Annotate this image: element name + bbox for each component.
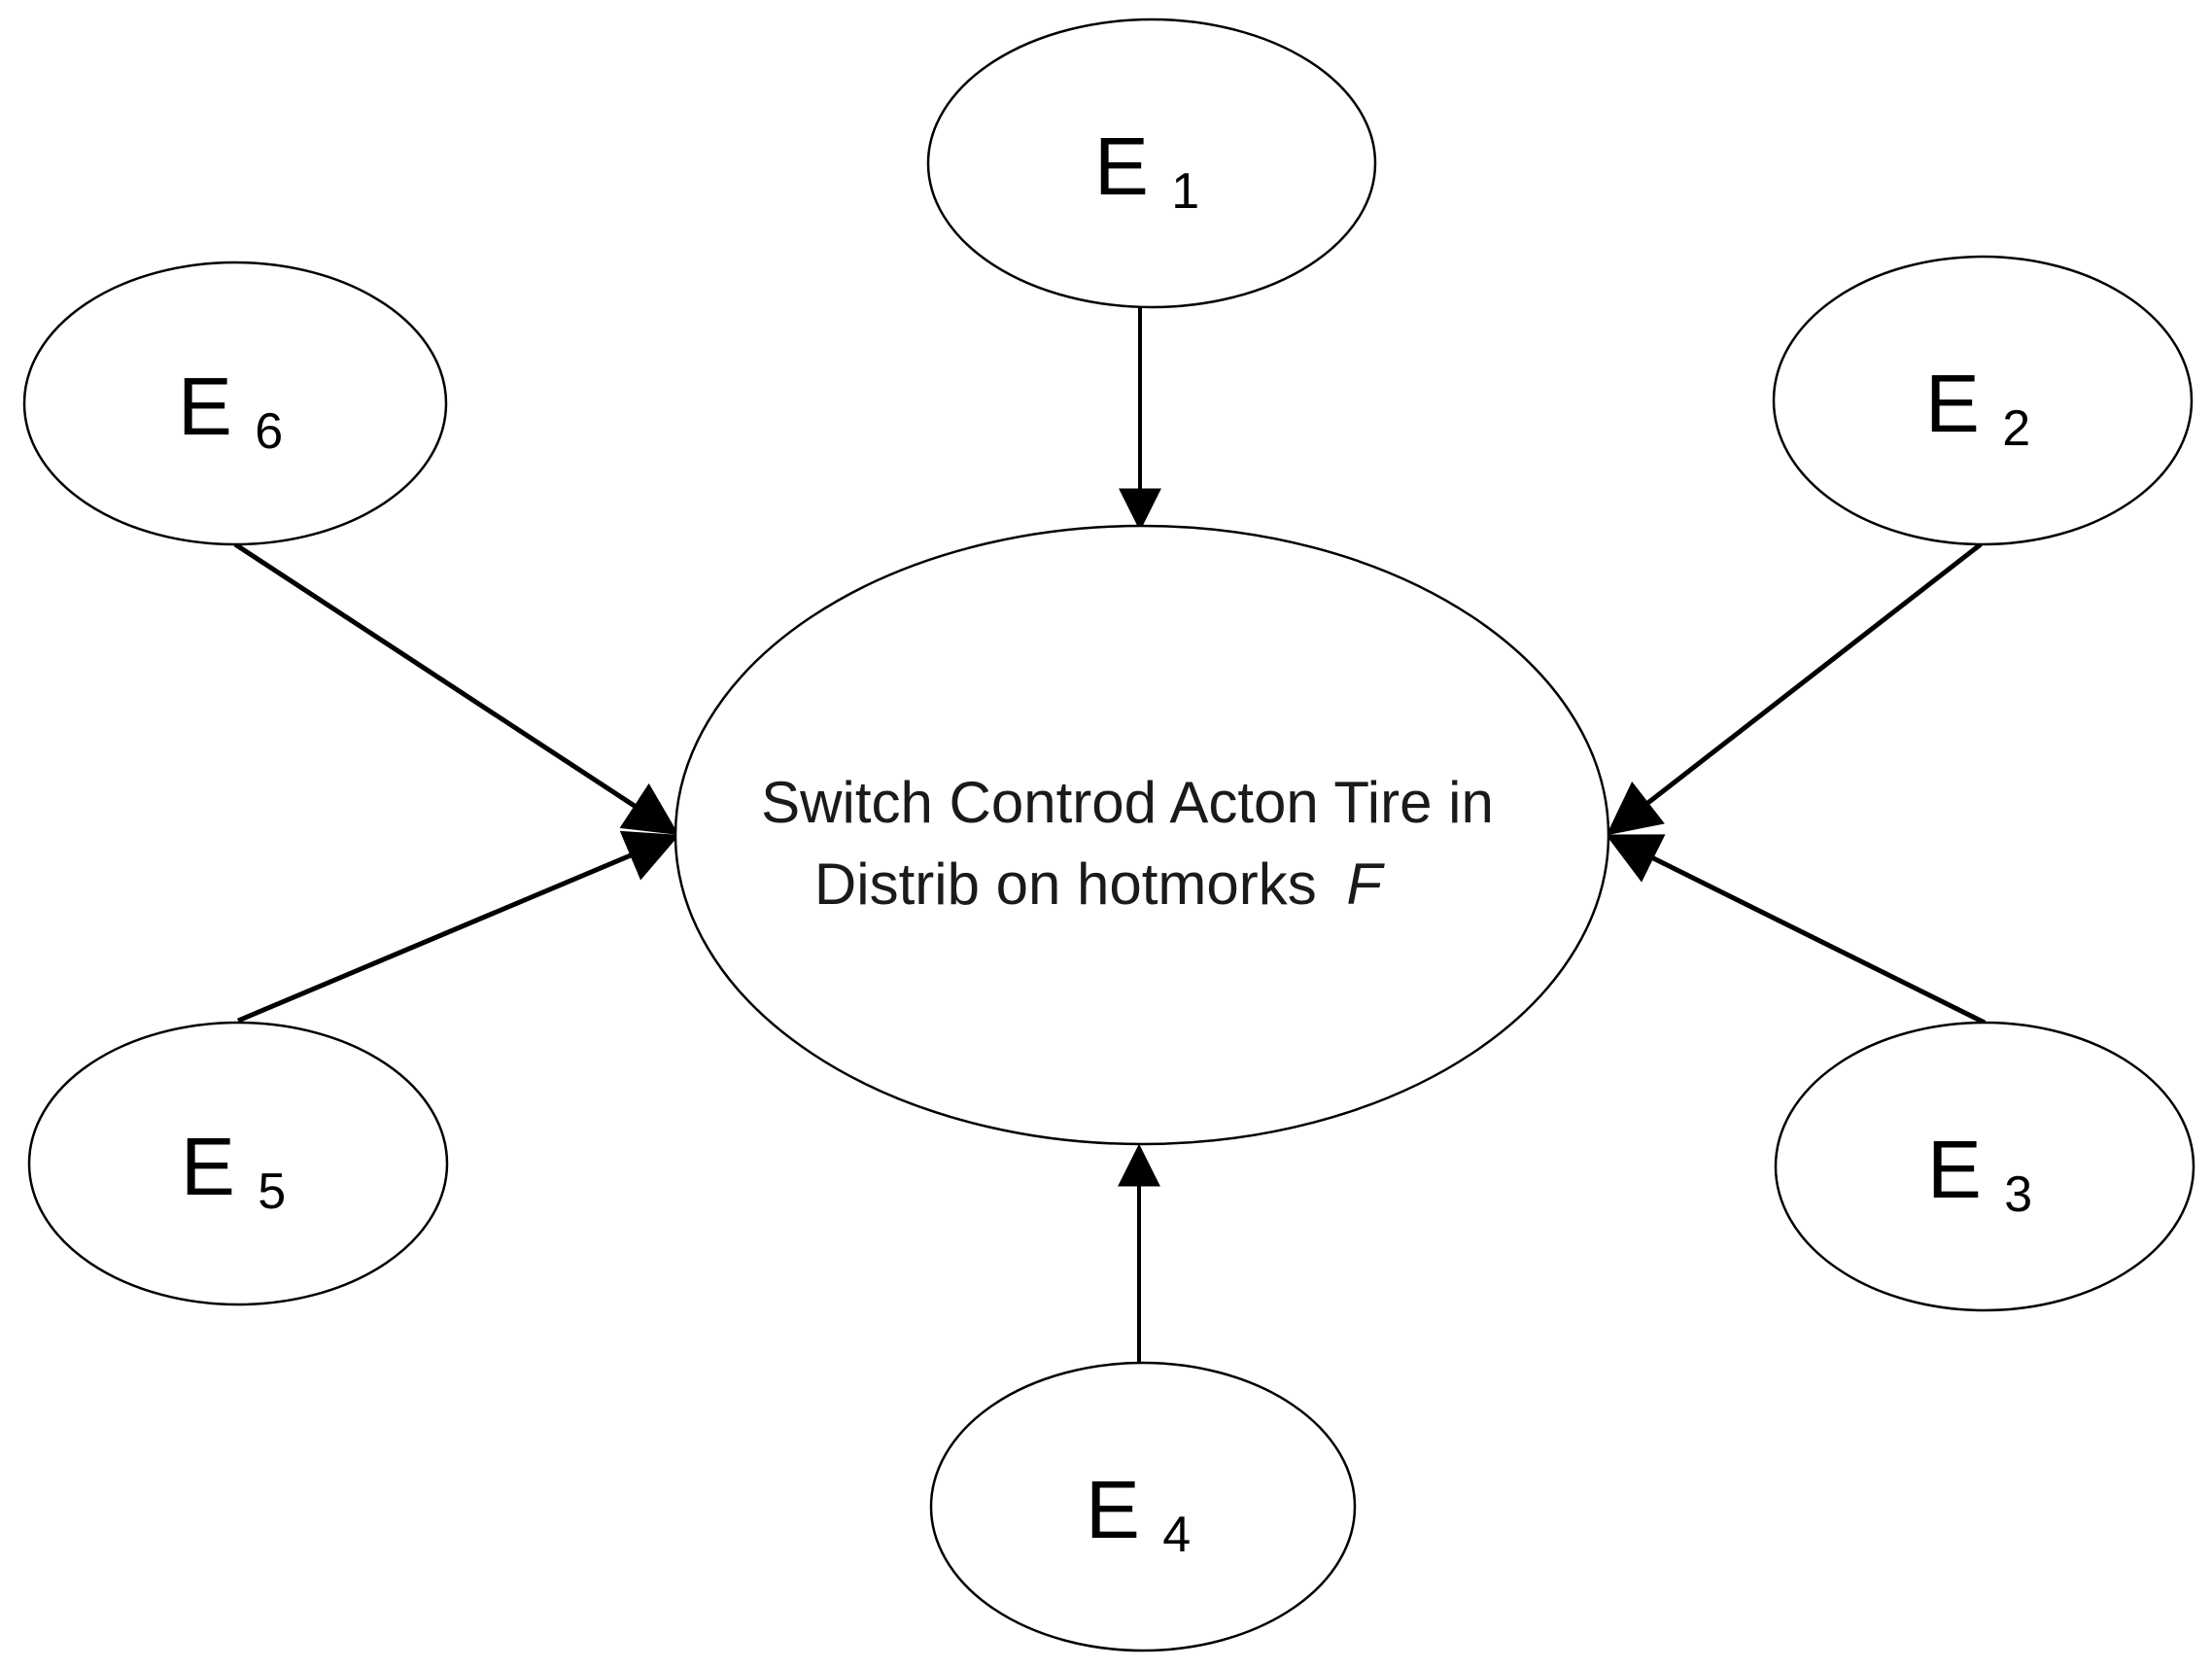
node-e5: E 5 [27, 1021, 449, 1306]
node-e2-ellipse [1772, 255, 2194, 546]
node-e3-ellipse [1774, 1021, 2195, 1312]
node-e1-label: E 1 [1094, 121, 1199, 220]
node-e4-ellipse [929, 1361, 1357, 1652]
edge-e6-to-center [233, 541, 679, 836]
center-node-label-italic-f: F [1346, 852, 1385, 917]
edge-e2-to-center [1606, 542, 1983, 836]
node-e4: E 4 [929, 1361, 1357, 1652]
node-e5-label: E 5 [181, 1121, 286, 1220]
node-e2-label: E 2 [1925, 358, 2030, 457]
edge-e5-to-center [237, 830, 680, 1024]
node-e5-ellipse [27, 1021, 449, 1306]
node-e6: E 6 [22, 261, 448, 546]
center-node-label-line1: Switch Controd Acton Tire in [761, 770, 1494, 835]
center-node: Switch Controd Acton Tire in Distrib on … [674, 524, 1610, 1146]
node-e1-ellipse [926, 17, 1377, 309]
edge-e3-to-center [1606, 834, 1987, 1026]
center-node-ellipse [674, 524, 1610, 1146]
node-e3: E 3 [1774, 1021, 2195, 1312]
node-e2: E 2 [1772, 255, 2194, 546]
node-e4-label: E 4 [1086, 1464, 1191, 1563]
node-e6-ellipse [22, 261, 448, 546]
node-e1: E 1 [926, 17, 1377, 309]
node-e6-label: E 6 [178, 361, 283, 460]
node-e3-label: E 3 [1927, 1124, 2032, 1223]
center-node-label-line2: Distrib on hotmorks F [814, 852, 1386, 917]
